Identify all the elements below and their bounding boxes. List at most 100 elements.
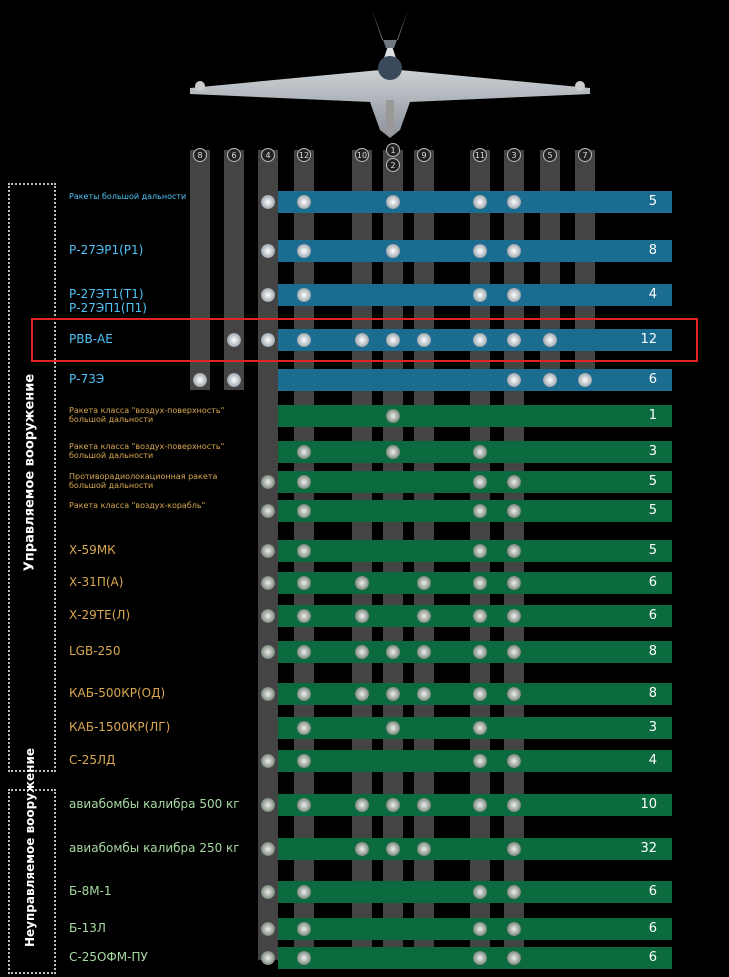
station-number: 2 xyxy=(386,158,400,172)
weapon-mount-mark xyxy=(297,885,311,899)
weapon-mount-mark xyxy=(261,842,275,856)
station-number: 8 xyxy=(193,148,207,162)
weapon-mount-mark xyxy=(261,544,275,558)
weapon-name: Р-27ЭР1(Р1) xyxy=(69,243,144,257)
weapon-mount-mark xyxy=(297,195,311,209)
weapon-mount-mark xyxy=(507,288,521,302)
weapon-count: 4 xyxy=(648,287,657,302)
weapon-name: Ракета класса "воздух-корабль" xyxy=(69,501,206,510)
weapon-mount-mark xyxy=(543,333,557,347)
weapon-mount-mark xyxy=(261,798,275,812)
weapon-name: С-25ЛД xyxy=(69,753,116,767)
weapon-name: авиабомбы калибра 250 кг xyxy=(69,841,240,855)
weapon-mount-mark xyxy=(386,195,400,209)
station-number: 7 xyxy=(578,148,592,162)
weapon-name: LGB-250 xyxy=(69,644,121,658)
weapon-mount-mark xyxy=(386,409,400,423)
weapon-mount-mark xyxy=(473,333,487,347)
guided-group-box xyxy=(8,183,56,772)
weapon-count: 3 xyxy=(648,444,657,459)
weapon-name: Б-13Л xyxy=(69,921,106,935)
weapon-mount-mark xyxy=(297,951,311,965)
weapon-mount-mark xyxy=(261,195,275,209)
weapon-mount-mark xyxy=(473,475,487,489)
weapon-count: 8 xyxy=(648,644,657,659)
weapon-mount-mark xyxy=(261,951,275,965)
row-band xyxy=(278,405,672,427)
weapon-count: 6 xyxy=(648,921,657,936)
weapon-count: 5 xyxy=(648,474,657,489)
weapon-mount-mark xyxy=(386,445,400,459)
weapon-mount-mark xyxy=(473,798,487,812)
weapon-mount-mark xyxy=(473,288,487,302)
weapon-mount-mark xyxy=(507,885,521,899)
weapon-mount-mark xyxy=(507,687,521,701)
weapon-mount-mark xyxy=(297,687,311,701)
weapon-name: Ракета класса "воздух-поверхность" больш… xyxy=(69,406,225,424)
weapon-name: Х-59МК xyxy=(69,543,116,557)
weapon-mount-mark xyxy=(297,445,311,459)
weapon-mount-mark xyxy=(507,609,521,623)
weapon-mount-mark xyxy=(386,721,400,735)
weapon-mount-mark xyxy=(473,445,487,459)
weapon-mount-mark xyxy=(507,798,521,812)
weapon-count: 10 xyxy=(640,797,657,812)
weapon-mount-mark xyxy=(507,645,521,659)
weapon-name: КАБ-500КР(ОД) xyxy=(69,686,166,700)
weapon-mount-mark xyxy=(261,609,275,623)
weapon-mount-mark xyxy=(473,885,487,899)
station-number: 3 xyxy=(507,148,521,162)
station-column xyxy=(224,150,244,390)
weapon-mount-mark xyxy=(261,288,275,302)
weapon-mount-mark xyxy=(386,244,400,258)
weapon-mount-mark xyxy=(355,645,369,659)
weapon-count: 4 xyxy=(648,753,657,768)
weapon-mount-mark xyxy=(473,951,487,965)
weapon-mount-mark xyxy=(473,544,487,558)
weapon-mount-mark xyxy=(417,333,431,347)
weapon-mount-mark xyxy=(417,576,431,590)
weapon-mount-mark xyxy=(417,842,431,856)
weapon-mount-mark xyxy=(355,842,369,856)
weapon-count: 6 xyxy=(648,608,657,623)
unguided-group-box xyxy=(8,789,56,974)
weapon-mount-mark xyxy=(578,373,592,387)
weapon-mount-mark xyxy=(227,373,241,387)
weapon-mount-mark xyxy=(261,504,275,518)
weapon-mount-mark xyxy=(473,504,487,518)
weapon-mount-mark xyxy=(261,922,275,936)
weapon-mount-mark xyxy=(543,373,557,387)
weapon-mount-mark xyxy=(355,333,369,347)
weapon-name: Б-8М-1 xyxy=(69,884,112,898)
weapon-mount-mark xyxy=(297,504,311,518)
weapon-mount-mark xyxy=(473,721,487,735)
weapon-count: 6 xyxy=(648,950,657,965)
weapon-mount-mark xyxy=(386,645,400,659)
weapon-mount-mark xyxy=(507,544,521,558)
weapon-mount-mark xyxy=(297,922,311,936)
weapon-mount-mark xyxy=(473,609,487,623)
weapon-mount-mark xyxy=(297,333,311,347)
weapon-mount-mark xyxy=(297,288,311,302)
weapon-mount-mark xyxy=(261,754,275,768)
weapon-count: 12 xyxy=(640,332,657,347)
weapon-mount-mark xyxy=(261,885,275,899)
weapon-mount-mark xyxy=(261,576,275,590)
weapon-mount-mark xyxy=(386,333,400,347)
weapon-mount-mark xyxy=(297,609,311,623)
weapon-name: КАБ-1500КР(ЛГ) xyxy=(69,720,171,734)
highlight-frame xyxy=(31,318,698,362)
weapon-count: 8 xyxy=(648,243,657,258)
weapon-name: Ракеты большой дальности xyxy=(69,192,187,201)
weapon-name: РВВ-АЕ xyxy=(69,332,113,346)
weapon-name: Х-29ТЕ(Л) xyxy=(69,608,131,622)
weapon-mount-mark xyxy=(297,754,311,768)
weapon-name: Противорадиолокационная ракета большой д… xyxy=(69,472,218,490)
weapon-mount-mark xyxy=(417,687,431,701)
weapon-name: Р-27ЭТ1(Т1) Р-27ЭП1(П1) xyxy=(69,287,147,315)
weapon-mount-mark xyxy=(227,333,241,347)
weapon-mount-mark xyxy=(473,922,487,936)
weapon-mount-mark xyxy=(261,333,275,347)
weapon-mount-mark xyxy=(261,687,275,701)
